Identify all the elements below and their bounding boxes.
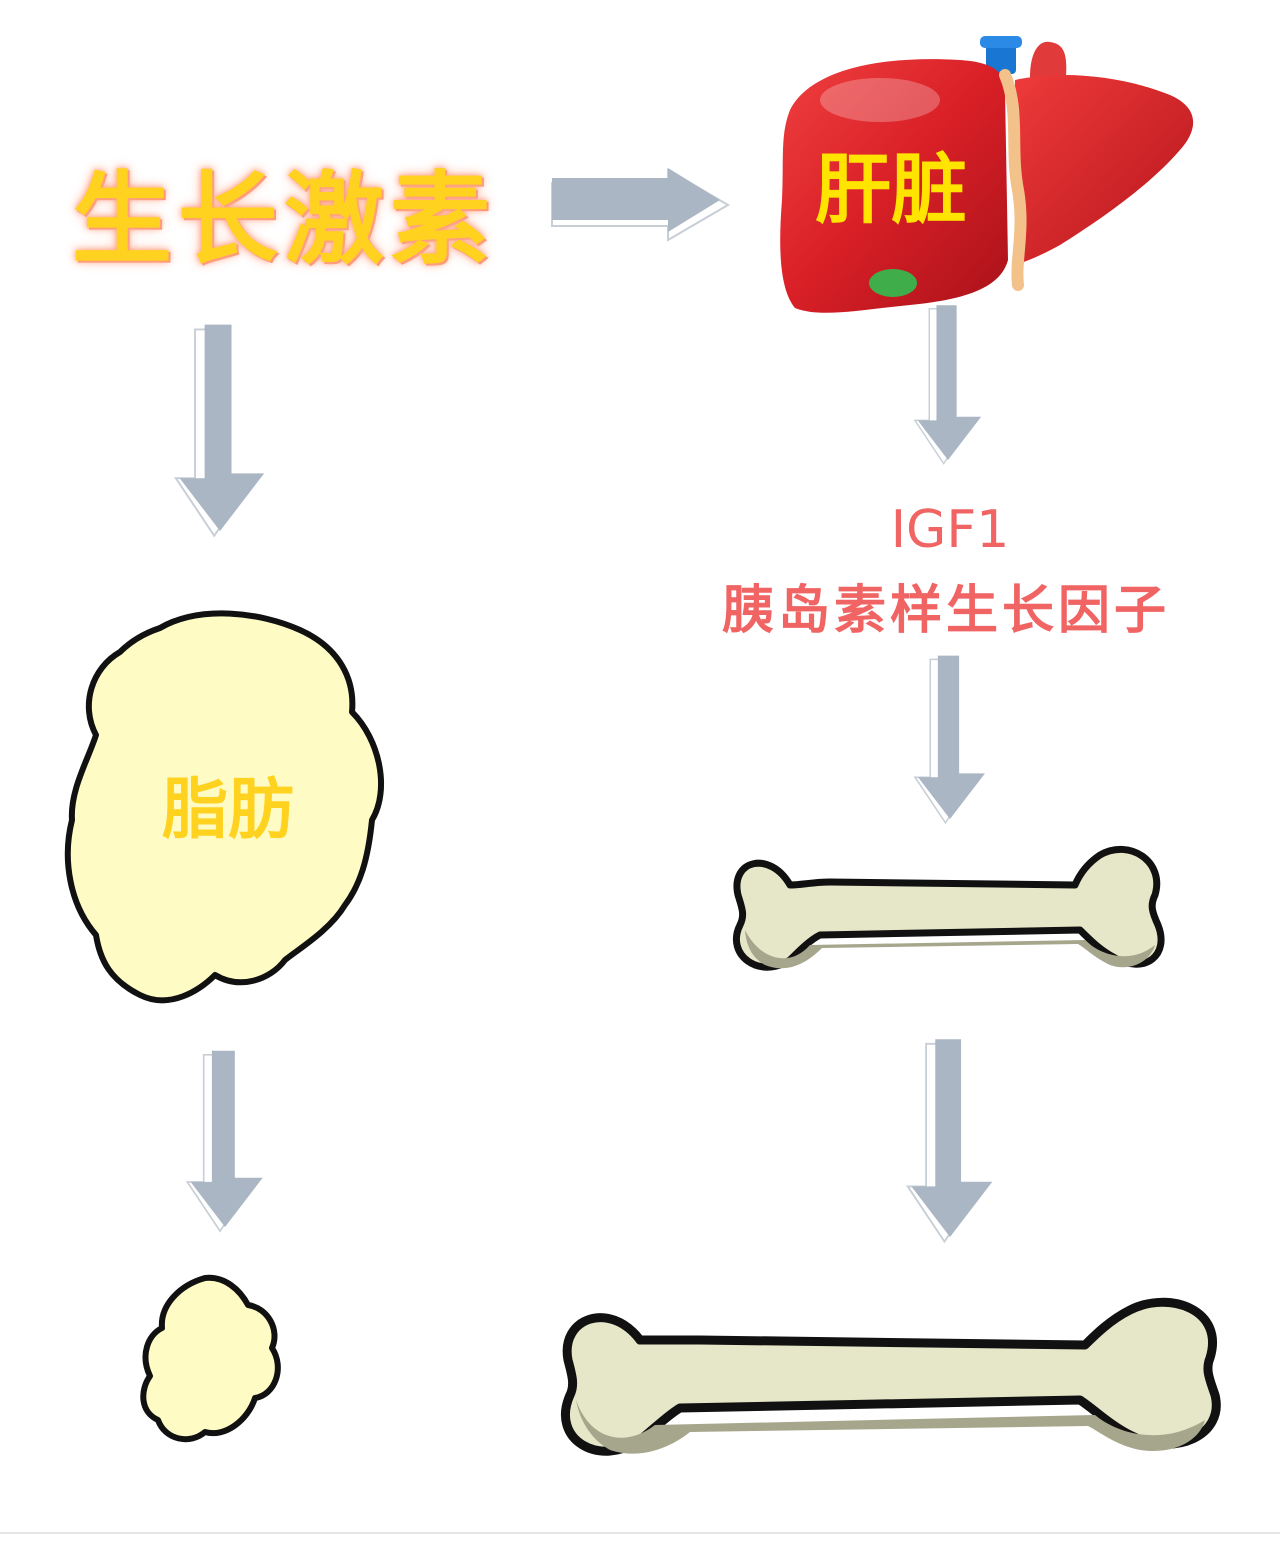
- down-arrow-icon: [906, 1038, 994, 1243]
- down-arrow-icon: [914, 304, 982, 465]
- bone-icon: [560, 1297, 1221, 1456]
- fat-cell-icon: [64, 610, 385, 1004]
- liver-label: 肝脏: [815, 145, 967, 234]
- igf-abbr-label: IGF1: [890, 500, 1010, 560]
- growth-hormone-title: 生长激素: [72, 161, 496, 278]
- bottom-divider: [0, 1532, 1280, 1534]
- down-arrow-icon: [914, 654, 986, 824]
- down-arrow-icon: [186, 1049, 264, 1233]
- liver-icon: [780, 36, 1194, 313]
- right-arrow-icon: [551, 168, 730, 242]
- fat-label: 脂肪: [162, 771, 294, 848]
- fat-cell-icon: [140, 1274, 281, 1443]
- bone-icon: [732, 846, 1165, 971]
- igf-full-label: 胰岛素样生长因子: [722, 581, 1171, 641]
